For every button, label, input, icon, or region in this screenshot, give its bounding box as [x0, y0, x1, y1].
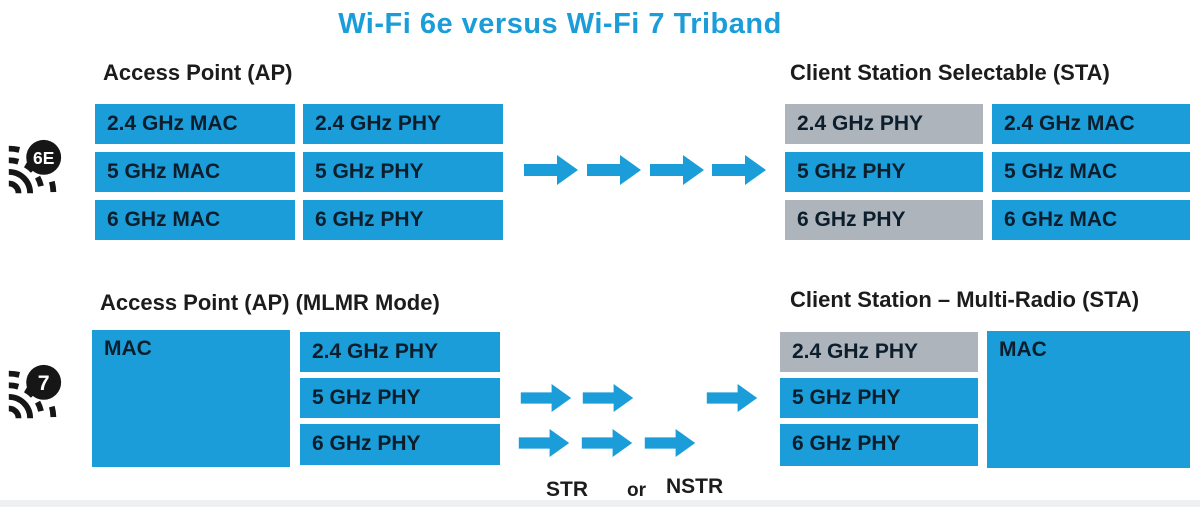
- wifi-7-badge-icon: 7: [3, 362, 65, 424]
- sta6-block-6ghz-phy: 6 GHz PHY: [785, 200, 983, 240]
- ap6-heading: Access Point (AP): [103, 60, 293, 85]
- ap6-block-5ghz-phy: 5 GHz PHY: [303, 152, 503, 192]
- sta6-block-5ghz-phy: 5 GHz PHY: [785, 152, 983, 192]
- sta6-heading: Client Station Selectable (STA): [790, 60, 1110, 85]
- flow-arrow-icon: [644, 429, 696, 457]
- flow-arrow-icon: [582, 384, 634, 412]
- nstr-label: NSTR: [666, 475, 724, 498]
- sta7-block-5ghz-phy: 5 GHz PHY: [780, 378, 978, 418]
- ap6-block-24ghz-mac: 2.4 GHz MAC: [95, 104, 295, 144]
- flow-arrow-icon: [712, 155, 766, 185]
- diagram-title: Wi-Fi 6e versus Wi-Fi 7 Triband: [338, 8, 782, 40]
- ap7-block-5ghz-phy: 5 GHz PHY: [300, 378, 500, 418]
- ap6-block-6ghz-phy: 6 GHz PHY: [303, 200, 503, 240]
- flow-arrow-icon: [581, 429, 633, 457]
- sta6-block-5ghz-mac: 5 GHz MAC: [992, 152, 1190, 192]
- wifi-7-badge-label: 7: [38, 371, 50, 395]
- flow-arrow-icon: [524, 155, 578, 185]
- flow-arrow-icon: [587, 155, 641, 185]
- sta6-block-24ghz-mac: 2.4 GHz MAC: [992, 104, 1190, 144]
- page-bottom-strip: [0, 500, 1200, 507]
- flow-arrow-icon: [518, 429, 570, 457]
- ap7-block-mac: MAC: [92, 330, 290, 467]
- or-label: or: [627, 480, 646, 501]
- sta7-block-6ghz-phy: 6 GHz PHY: [780, 424, 978, 466]
- ap7-block-24ghz-phy: 2.4 GHz PHY: [300, 332, 500, 372]
- sta6-block-24ghz-phy: 2.4 GHz PHY: [785, 104, 983, 144]
- sta7-heading: Client Station – Multi-Radio (STA): [790, 287, 1140, 312]
- ap7-heading: Access Point (AP) (MLMR Mode): [100, 290, 440, 315]
- sta7-block-mac: MAC: [987, 331, 1190, 468]
- ap6-block-6ghz-mac: 6 GHz MAC: [95, 200, 295, 240]
- wifi-6e-badge-label: 6E: [33, 148, 54, 168]
- ap6-block-24ghz-phy: 2.4 GHz PHY: [303, 104, 503, 144]
- wifi-6e-badge-icon: 6E: [3, 137, 65, 199]
- flow-arrow-icon: [520, 384, 572, 412]
- flow-arrow-icon: [650, 155, 704, 185]
- str-label: STR: [546, 478, 588, 501]
- ap7-block-6ghz-phy: 6 GHz PHY: [300, 424, 500, 465]
- sta6-block-6ghz-mac: 6 GHz MAC: [992, 200, 1190, 240]
- sta7-block-24ghz-phy: 2.4 GHz PHY: [780, 332, 978, 372]
- ap6-block-5ghz-mac: 5 GHz MAC: [95, 152, 295, 192]
- flow-arrow-icon: [706, 384, 758, 412]
